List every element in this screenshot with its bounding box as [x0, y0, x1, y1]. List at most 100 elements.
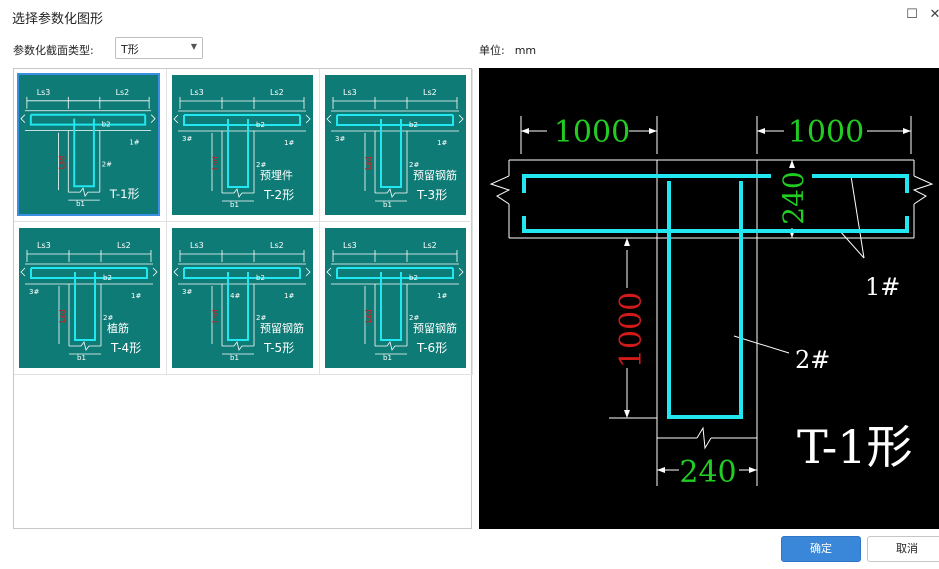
title-bar: 选择参数化图形 ☐ ✕ [0, 0, 939, 32]
thumb-b2-label: b2 [256, 121, 265, 129]
section-type-value: T形 [121, 43, 139, 56]
shape-thumbnail: Ls3 Ls2 b2 b1 Lsd 1# 2# 3# 预埋件 T-2形 [172, 75, 313, 215]
thumb-lsd-label: Lsd [364, 309, 373, 323]
thumb-bar3-label: 3# [29, 288, 39, 296]
thumb-bar2-label: 2# [256, 314, 266, 322]
thumb-bar2-label: 2# [256, 161, 266, 169]
thumb-ls3-label: Ls3 [190, 241, 204, 250]
shape-diagram: Ls3 Ls2 b2 b1 Lsd 1# 2# 3# 预留钢筋 T-3形 [326, 88, 464, 209]
close-icon[interactable]: ✕ [929, 7, 939, 22]
shape-diagram: Ls3 Ls2 b2 b1 Lsd 1# 2# T-1形 [20, 88, 156, 208]
thumb-ls2-label: Ls2 [116, 88, 130, 97]
shape-diagram: Ls3 Ls2 b2 b1 Lsd 1# 2# 3# 植筋 T-4形 [20, 241, 158, 362]
shape-thumbnail: Ls3 Ls2 b2 b1 Lsd 1# 2# 3# 植筋 T-4形 [19, 228, 160, 368]
thumb-note-label: 预留钢筋 [260, 321, 304, 335]
maximize-icon[interactable]: ☐ [906, 7, 918, 22]
thumb-lsd-label: Lsd [364, 156, 373, 170]
thumb-b2-label: b2 [103, 274, 112, 282]
shape-diagram: Ls3 Ls2 b2 b1 Lsd 1# 2# 3# 预埋件 T-2形 [173, 88, 311, 209]
shape-thumbnail: Ls3 Ls2 b2 b1 Lsd 1# 2#预留钢筋 T-6形 [325, 228, 466, 368]
thumb-note-label: 预留钢筋 [413, 168, 457, 182]
thumb-b1-label: b1 [230, 201, 239, 209]
shape-thumbnail: Ls3 Ls2 b2 b1 Lsd 1# 2# 3# 4# 预留钢筋 T-5形 [172, 228, 313, 368]
cancel-button[interactable]: 取消 [867, 536, 939, 562]
thumb-shape-name: T-4形 [110, 341, 141, 355]
thumb-lsd-label: Lsd [57, 156, 66, 170]
thumb-ls2-label: Ls2 [270, 241, 284, 250]
thumb-bar1-label: 1# [284, 139, 294, 147]
section-type-label: 参数化截面类型: [13, 44, 94, 57]
thumb-bar2-label: 2# [409, 161, 419, 169]
shape-tile-t3[interactable]: Ls3 Ls2 b2 b1 Lsd 1# 2# 3# 预留钢筋 T-3形 [320, 69, 473, 222]
thumb-bar3-label: 3# [182, 288, 192, 296]
thumb-shape-name: T-6形 [416, 341, 447, 355]
unit-value: mm [514, 44, 537, 57]
thumb-bar1-label: 1# [284, 292, 294, 300]
preview-dim-web-width: 240 [679, 455, 736, 490]
thumb-ls2-label: Ls2 [117, 241, 131, 250]
thumb-note-label: 预留钢筋 [413, 321, 457, 335]
thumb-lsd-label: Lsd [58, 309, 67, 323]
thumb-b1-label: b1 [383, 354, 392, 362]
shape-tile-t2[interactable]: Ls3 Ls2 b2 b1 Lsd 1# 2# 3# 预埋件 T-2形 [167, 69, 320, 222]
shape-thumbnail: Ls3 Ls2 b2 b1 Lsd 1# 2# 3# 预留钢筋 T-3形 [325, 75, 466, 215]
thumb-b1-label: b1 [77, 354, 86, 362]
thumb-shape-name: T-3形 [416, 188, 447, 202]
unit-display: 单位: mm [479, 42, 536, 58]
shape-tile-t4[interactable]: Ls3 Ls2 b2 b1 Lsd 1# 2# 3# 植筋 T-4形 [14, 222, 167, 375]
thumb-lsd-label: Lsd [211, 309, 220, 323]
thumb-ls2-label: Ls2 [423, 241, 437, 250]
ok-button[interactable]: 确定 [781, 536, 861, 562]
shape-tile-t1[interactable]: Ls3 Ls2 b2 b1 Lsd 1# 2# T-1形 [14, 69, 167, 222]
chevron-down-icon: ▼ [190, 42, 197, 51]
thumb-bar1-label: 1# [437, 292, 447, 300]
preview-bar2-label: 2# [795, 346, 830, 374]
thumb-shape-name: T-1形 [109, 187, 140, 201]
thumb-ls3-label: Ls3 [343, 88, 357, 97]
preview-drawing: 1000 1000 240 1000 240 1# 2# T-1形 [489, 115, 934, 490]
thumb-bar2-label: 2# [103, 314, 113, 322]
section-type-select[interactable]: T形 ▼ [115, 37, 203, 59]
thumb-shape-name: T-2形 [263, 188, 294, 202]
thumb-bar2-label: 2# [102, 160, 112, 168]
thumb-ls2-label: Ls2 [423, 88, 437, 97]
thumb-note-label: 预埋件 [260, 169, 293, 182]
thumb-note-label: 植筋 [107, 321, 129, 335]
thumb-b2-label: b2 [102, 121, 111, 129]
shape-diagram: Ls3 Ls2 b2 b1 Lsd 1# 2#预留钢筋 T-6形 [326, 241, 464, 362]
preview-dim-right: 1000 [788, 115, 864, 150]
thumb-shape-name: T-5形 [263, 341, 294, 355]
preview-dim-web-height: 1000 [614, 292, 649, 368]
thumb-bar4-label: 4# [230, 292, 240, 300]
thumb-bar3-label: 3# [182, 135, 192, 143]
thumb-bar2-label: 2# [409, 314, 419, 322]
dialog-title: 选择参数化图形 [12, 12, 104, 27]
thumb-b1-label: b1 [383, 201, 392, 209]
shape-tile-t6[interactable]: Ls3 Ls2 b2 b1 Lsd 1# 2#预留钢筋 T-6形 [320, 222, 473, 375]
unit-label: 单位: [479, 44, 505, 57]
preview-shape-name: T-1形 [797, 420, 913, 474]
shape-diagram: Ls3 Ls2 b2 b1 Lsd 1# 2# 3# 4# 预留钢筋 T-5形 [173, 241, 311, 362]
shape-preview: 1000 1000 240 1000 240 1# 2# T-1形 [479, 68, 939, 529]
thumb-bar1-label: 1# [131, 292, 141, 300]
thumb-ls3-label: Ls3 [37, 241, 51, 250]
preview-bar1-label: 1# [865, 273, 900, 301]
thumb-bar1-label: 1# [129, 138, 139, 146]
shape-tile-t5[interactable]: Ls3 Ls2 b2 b1 Lsd 1# 2# 3# 4# 预留钢筋 T-5形 [167, 222, 320, 375]
thumb-b2-label: b2 [409, 274, 418, 282]
thumb-lsd-label: Lsd [211, 156, 220, 170]
thumb-b2-label: b2 [256, 274, 265, 282]
thumb-ls3-label: Ls3 [343, 241, 357, 250]
thumb-b1-label: b1 [230, 354, 239, 362]
shape-thumbnail: Ls3 Ls2 b2 b1 Lsd 1# 2# T-1形 [17, 73, 160, 216]
thumb-b1-label: b1 [76, 200, 85, 208]
thumb-b2-label: b2 [409, 121, 418, 129]
thumb-bar3-label: 3# [335, 135, 345, 143]
thumb-bar1-label: 1# [437, 139, 447, 147]
thumb-ls3-label: Ls3 [190, 88, 204, 97]
thumb-ls3-label: Ls3 [37, 88, 51, 97]
preview-dim-left: 1000 [554, 115, 630, 150]
thumb-ls2-label: Ls2 [270, 88, 284, 97]
preview-dim-flange: 240 [777, 171, 810, 224]
